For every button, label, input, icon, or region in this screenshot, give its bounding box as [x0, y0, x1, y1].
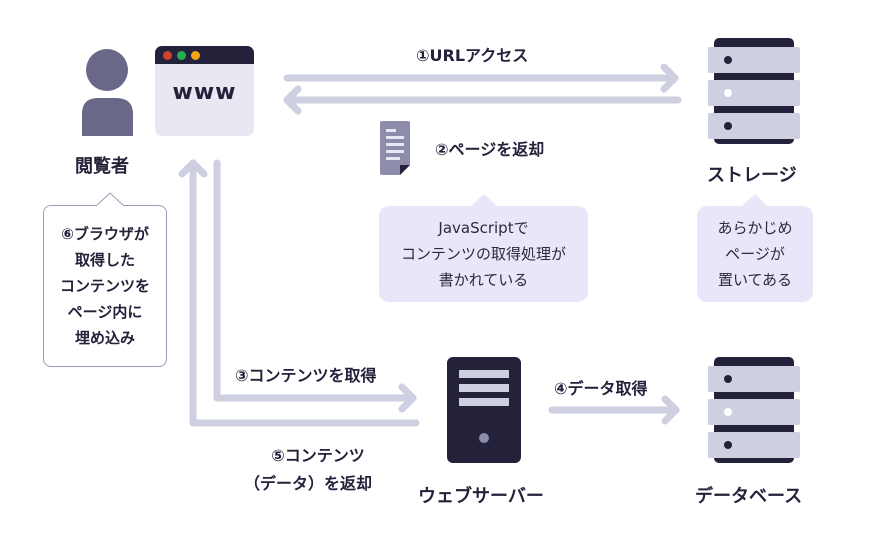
storage-server-icon — [708, 38, 800, 144]
arrow-return-content — [189, 159, 420, 427]
browser-embed-note-pointer — [95, 192, 125, 207]
arrow-fetch-content-head — [398, 383, 417, 413]
window-dot-red — [163, 51, 172, 60]
browser-www-text: www — [172, 80, 237, 105]
javascript-note: JavaScriptで コンテンツの取得処理が 書かれている — [379, 194, 588, 302]
webserver-label: ウェブサーバー — [418, 486, 544, 507]
arrow-page-return-head — [283, 85, 302, 115]
browser-titlebar — [155, 46, 254, 64]
viewer-label: 閲覧者 — [75, 156, 129, 177]
database-label: データベース — [695, 486, 803, 507]
step2-label: ②ページを返却 — [435, 140, 545, 159]
storage-note: あらかじめ ページが 置いてある — [697, 194, 813, 302]
step5-line1: ⑤コンテンツ — [271, 446, 365, 465]
arrow-data-fetch-head — [661, 395, 680, 425]
document-icon — [380, 121, 410, 175]
browser-window-icon: www — [155, 46, 254, 136]
database-server-icon — [708, 357, 800, 463]
window-dot-yellow — [191, 51, 200, 60]
storage-label: ストレージ — [707, 165, 797, 186]
step5-label: ⑤コンテンツ （データ）を返却 — [244, 442, 372, 498]
web-server-icon — [447, 357, 521, 463]
step1-label: ①URLアクセス — [416, 46, 529, 65]
step5-line2: （データ）を返却 — [244, 474, 373, 493]
step4-label: ④データ取得 — [554, 379, 648, 398]
arrow-url-access-head — [660, 63, 679, 93]
person-icon — [82, 49, 133, 136]
viewer-node — [80, 48, 140, 136]
arrow-return-content-head — [178, 159, 208, 178]
step3-label: ③コンテンツを取得 — [235, 366, 377, 385]
browser-embed-note: ⑥ブラウザが 取得した コンテンツを ページ内に 埋め込み — [43, 205, 167, 367]
arrow-fetch-content — [213, 159, 417, 402]
window-dot-green — [177, 51, 186, 60]
